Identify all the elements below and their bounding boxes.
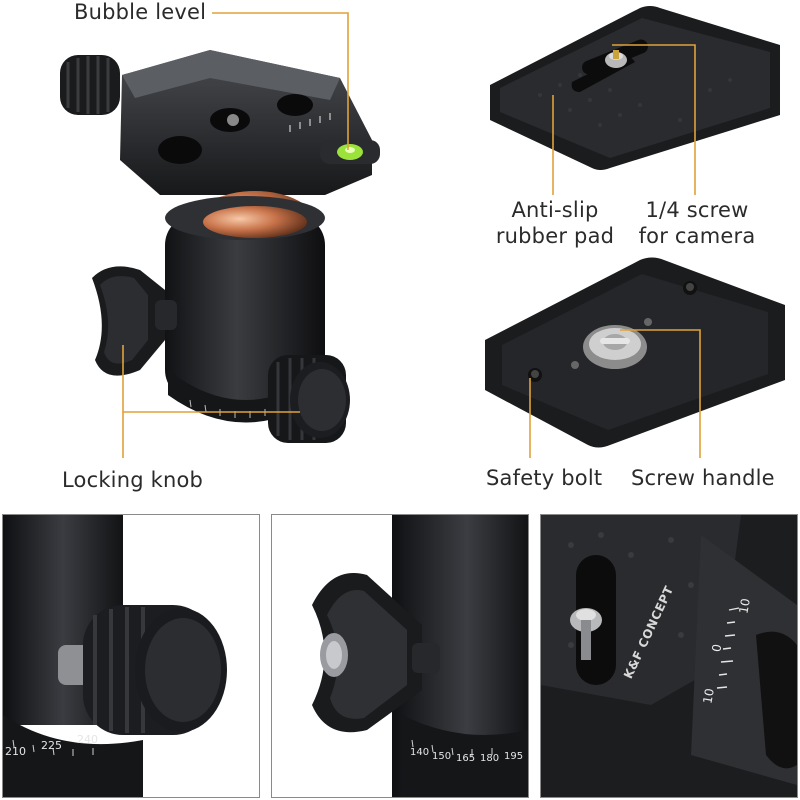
callout-screw-handle bbox=[620, 329, 701, 458]
label-anti-slip-line1: Anti-slip bbox=[511, 198, 599, 222]
detail-panel-plate-scale: K&F CONCEPT 10 0 10 bbox=[540, 514, 798, 798]
callout-screw-camera bbox=[612, 44, 696, 195]
plate-scale-10-top: 10 bbox=[736, 597, 753, 615]
label-anti-slip-pad: Anti-slip rubber pad bbox=[495, 198, 615, 249]
label-screw-line1: 1/4 screw bbox=[645, 198, 749, 222]
callout-locking-knob bbox=[122, 345, 300, 413]
label-bubble-level: Bubble level bbox=[74, 0, 207, 24]
detail-panel-locking-knob: 140 150 165 180 195 bbox=[271, 514, 529, 798]
callout-lines bbox=[122, 12, 701, 458]
plate-scale-10-bottom: 10 bbox=[700, 687, 717, 705]
scale-label-165: 165 bbox=[456, 753, 476, 764]
scale-label-210: 210 bbox=[5, 745, 26, 758]
scale-label-225: 225 bbox=[41, 739, 62, 752]
scale-label-140: 140 bbox=[410, 747, 430, 758]
label-safety-bolt: Safety bolt bbox=[486, 466, 603, 490]
detail-panel-pan-knob: 210 225 240 bbox=[2, 514, 260, 798]
pan-knob-closeup bbox=[3, 515, 227, 797]
label-screw-for-camera: 1/4 screw for camera bbox=[637, 198, 757, 249]
label-screw-line2: for camera bbox=[638, 223, 756, 248]
plate-scale-labels: 10 0 10 bbox=[541, 515, 797, 797]
scale-label-240: 240 bbox=[77, 733, 98, 746]
release-plate-bottom bbox=[485, 257, 785, 448]
scale-label-195: 195 bbox=[504, 751, 524, 762]
label-locking-knob: Locking knob bbox=[62, 468, 204, 492]
label-anti-slip-line2: rubber pad bbox=[495, 223, 615, 248]
locking-knob-closeup bbox=[312, 515, 528, 797]
scale-label-150: 150 bbox=[432, 751, 452, 762]
plate-scale-0: 0 bbox=[709, 643, 725, 653]
ball-head-illustration bbox=[60, 50, 380, 443]
release-plate-top bbox=[490, 6, 780, 170]
callout-bubble-level bbox=[212, 12, 349, 150]
plate-scale-closeup bbox=[541, 515, 797, 797]
scale-label-180: 180 bbox=[480, 753, 500, 764]
label-screw-handle: Screw handle bbox=[631, 466, 775, 490]
